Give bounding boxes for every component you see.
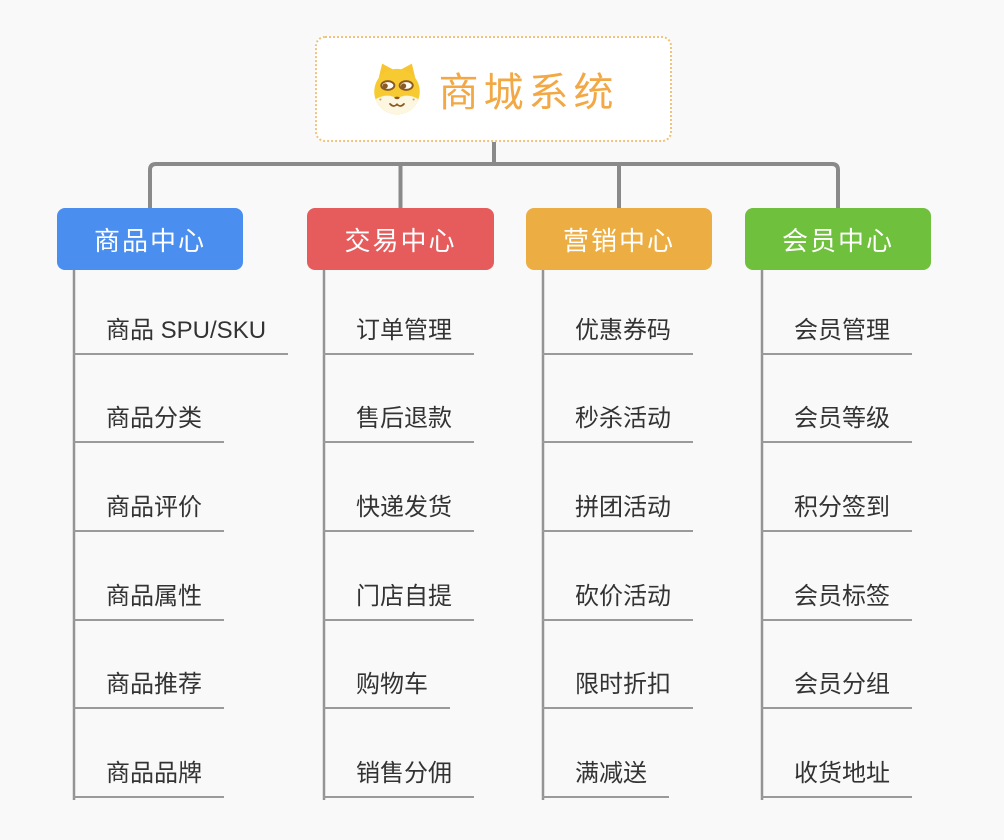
leaf-node[interactable]: 购物车 bbox=[323, 669, 450, 709]
leaf-node[interactable]: 订单管理 bbox=[323, 315, 474, 355]
leaf-node[interactable]: 会员分组 bbox=[761, 669, 912, 709]
shiba-dog-icon bbox=[369, 61, 425, 117]
branch-node-trade-center[interactable]: 交易中心 bbox=[307, 208, 494, 270]
branch-label: 交易中心 bbox=[344, 225, 457, 256]
leaf-node[interactable]: 优惠券码 bbox=[542, 315, 693, 355]
branch-connector-rail bbox=[148, 162, 840, 212]
leaf-node[interactable]: 拼团活动 bbox=[542, 492, 693, 532]
leaf-node[interactable]: 商品分类 bbox=[73, 403, 224, 443]
root-node-title: 商城系统 bbox=[438, 71, 619, 115]
leaf-node[interactable]: 会员管理 bbox=[761, 315, 912, 355]
leaf-node[interactable]: 商品属性 bbox=[73, 581, 224, 621]
leaf-node[interactable]: 售后退款 bbox=[323, 403, 474, 443]
branch-node-product-center[interactable]: 商品中心 bbox=[57, 208, 243, 270]
leaf-node[interactable]: 快递发货 bbox=[323, 492, 474, 532]
leaf-node[interactable]: 秒杀活动 bbox=[542, 403, 693, 443]
leaf-node[interactable]: 商品品牌 bbox=[73, 758, 224, 798]
leaf-node[interactable]: 销售分佣 bbox=[323, 758, 474, 798]
leaf-node[interactable]: 砍价活动 bbox=[542, 581, 693, 621]
leaf-node[interactable]: 会员标签 bbox=[761, 581, 912, 621]
branch-label: 商品中心 bbox=[93, 225, 206, 256]
leaf-node[interactable]: 积分签到 bbox=[761, 492, 912, 532]
leaf-node[interactable]: 商品推荐 bbox=[73, 669, 224, 709]
leaf-connector-rails bbox=[72, 270, 764, 800]
branch-node-marketing-center[interactable]: 营销中心 bbox=[526, 208, 712, 270]
leaf-node[interactable]: 商品评价 bbox=[73, 492, 224, 532]
branch-connector-drops bbox=[398, 164, 621, 212]
leaf-node[interactable]: 满减送 bbox=[542, 758, 669, 798]
leaf-node[interactable]: 限时折扣 bbox=[542, 669, 693, 709]
root-node-mall-system[interactable]: 商城系统 bbox=[315, 36, 672, 142]
leaf-node[interactable]: 商品 SPU/SKU bbox=[73, 315, 289, 355]
leaf-node[interactable]: 门店自提 bbox=[323, 581, 474, 621]
branch-label: 营销中心 bbox=[562, 225, 675, 256]
branch-node-member-center[interactable]: 会员中心 bbox=[745, 208, 931, 270]
leaf-node[interactable]: 收货地址 bbox=[761, 758, 912, 798]
leaf-node[interactable]: 会员等级 bbox=[761, 403, 912, 443]
branch-label: 会员中心 bbox=[781, 225, 894, 256]
